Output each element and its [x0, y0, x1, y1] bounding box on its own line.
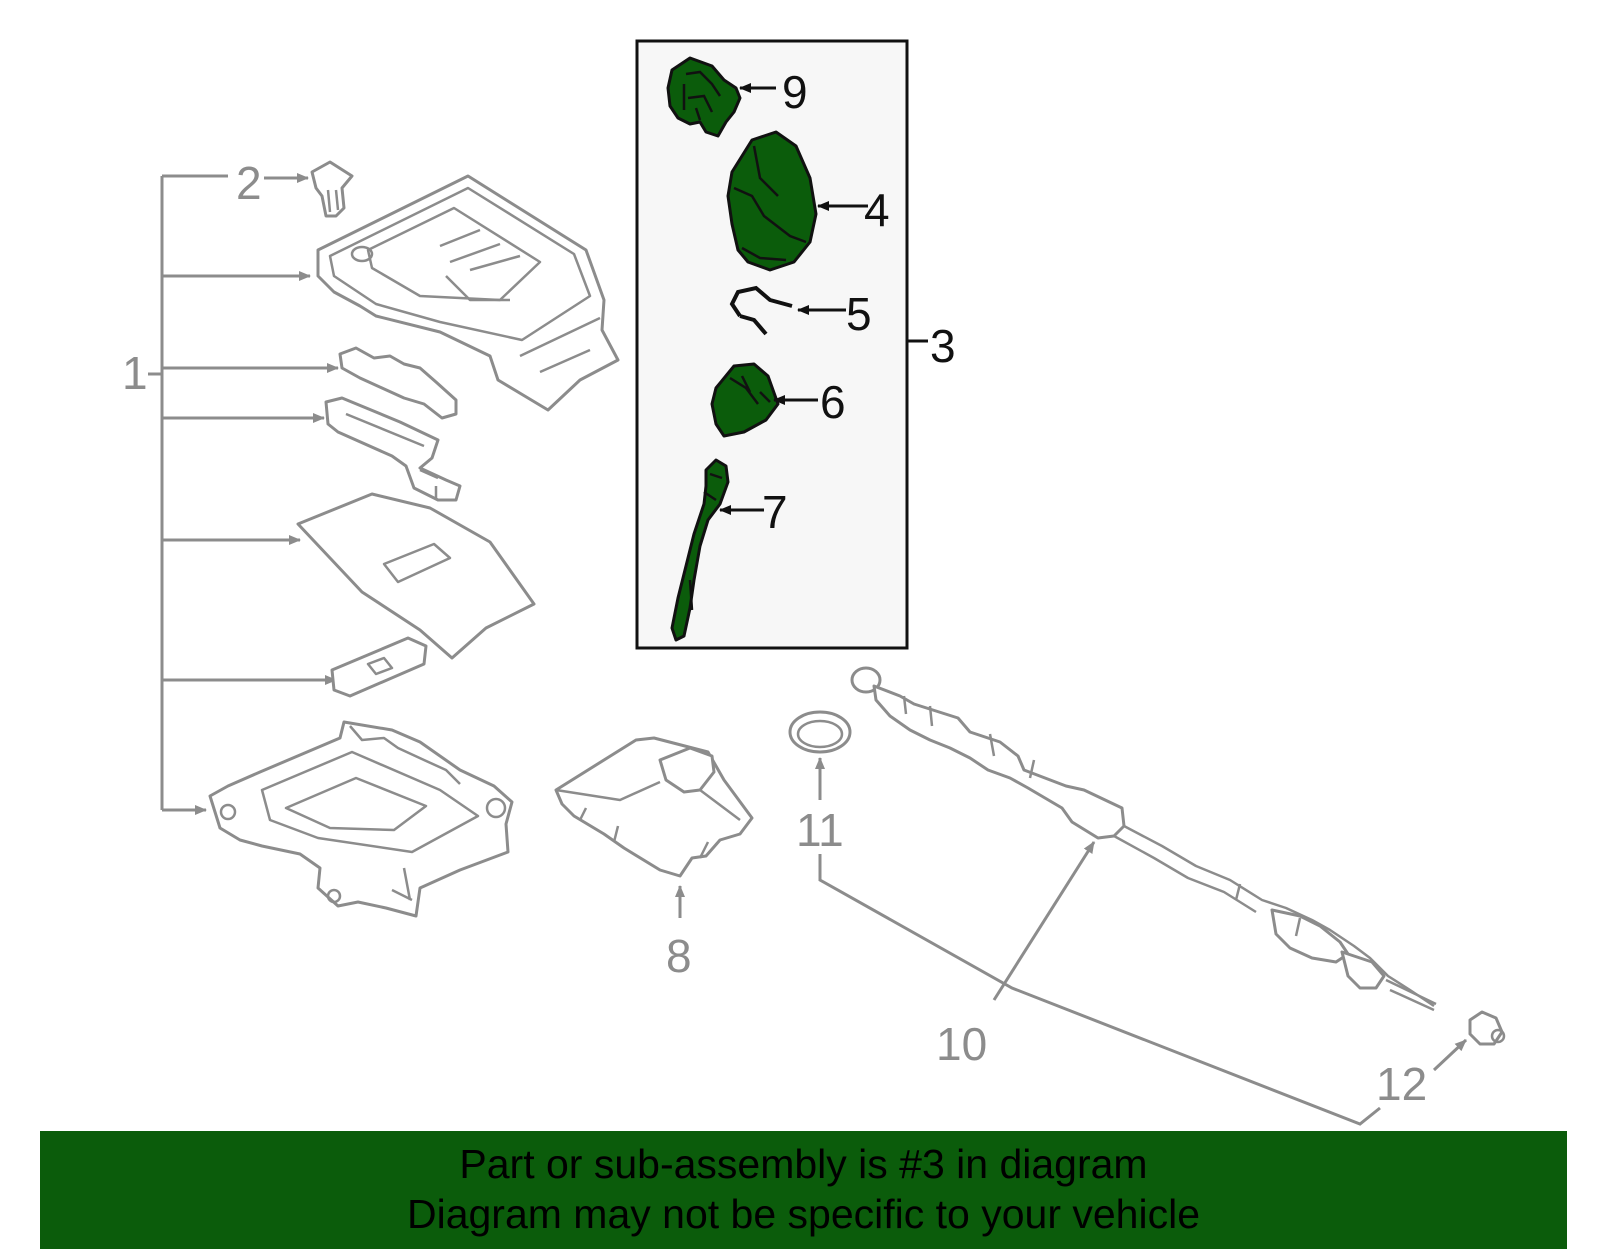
part-12-nut [1468, 1010, 1506, 1046]
part-8-shift-cover [554, 736, 754, 878]
callout-6-label: 6 [820, 376, 846, 428]
callout-3-label: 3 [930, 320, 956, 372]
callout-1-label: 1 [122, 347, 148, 399]
part-2-clip [310, 160, 354, 218]
part-9-cap[interactable] [666, 56, 742, 138]
part-11-ring [788, 710, 852, 754]
part-1-trim-strip [338, 346, 458, 420]
part-5-spring-clip[interactable] [729, 285, 793, 336]
part-1-bracket [324, 396, 462, 502]
callout-12-arrow [1432, 1038, 1468, 1072]
callout-2-label: 2 [236, 157, 262, 209]
callout-8-label: 8 [666, 930, 692, 982]
callout-10-label: 10 [936, 1018, 987, 1070]
callout-10-11-12-bracket [818, 854, 1381, 1126]
info-banner: Part or sub-assembly is #3 in diagram Di… [40, 1131, 1567, 1249]
callout-7-label: 7 [762, 486, 788, 538]
callout-4-label: 4 [864, 184, 890, 236]
callout-1-leaders [148, 174, 339, 815]
part-6-knob-cover[interactable] [710, 362, 780, 438]
banner-line-1: Part or sub-assembly is #3 in diagram [459, 1141, 1148, 1187]
part-1-console-cover [316, 174, 620, 412]
callout-12-label: 12 [1376, 1058, 1427, 1110]
part-1-plate [330, 636, 428, 698]
callout-5-label: 5 [846, 288, 872, 340]
callout-10-arrow [992, 841, 1096, 1001]
part-7-shift-lever[interactable] [670, 458, 730, 642]
part-1-panel [296, 492, 536, 660]
part-4-shift-knob[interactable] [726, 130, 818, 272]
part-10-shift-cable [850, 666, 1437, 1012]
callout-11-label: 11 [796, 804, 844, 856]
banner-line-2: Diagram may not be specific to your vehi… [406, 1191, 1200, 1237]
callout-9-label: 9 [782, 66, 808, 118]
part-1-base-frame [208, 720, 514, 918]
